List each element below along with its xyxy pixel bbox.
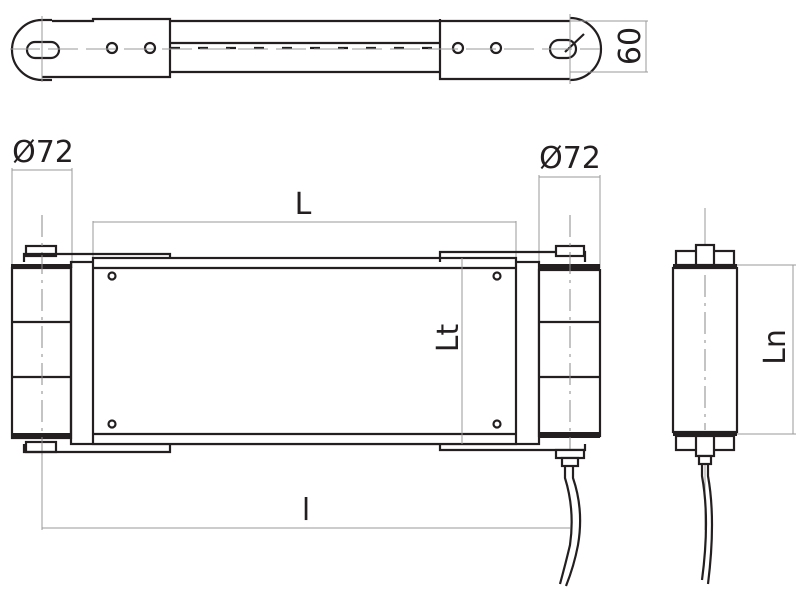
right-roller-cap-bottom	[539, 432, 600, 438]
side-cap-bottom	[673, 431, 737, 436]
plate-screw	[107, 419, 117, 429]
front-view: Ø72 Ø72 L	[10, 135, 602, 587]
side-view: Ln	[671, 208, 796, 585]
plate-screw	[107, 271, 117, 281]
dimension-plate-height: Lt	[431, 324, 466, 353]
dimension-axis-distance: l	[302, 493, 310, 528]
left-axle-nut-bottom	[24, 440, 58, 454]
side-top-nut	[694, 243, 716, 267]
left-slot	[25, 40, 61, 60]
cable	[558, 466, 573, 585]
top-view: 60	[10, 14, 648, 84]
dimension-overall-length: L	[295, 187, 312, 222]
bolt-hole	[489, 41, 503, 55]
dimension-height-60: 60	[613, 27, 648, 65]
side-bottom-nut	[694, 434, 716, 458]
left-axle-nut-top	[24, 244, 58, 258]
dimension-left-diameter: Ø72	[12, 135, 74, 170]
side-cable-gland	[697, 454, 713, 466]
left-roller-cap-bottom	[11, 433, 71, 439]
bolt-hole	[143, 41, 157, 55]
plate-screw	[492, 271, 502, 281]
side-cap-top	[673, 264, 737, 269]
bolt-hole	[105, 41, 119, 55]
bolt-hole	[451, 41, 465, 55]
side-cable	[700, 464, 708, 581]
right-bracket-top	[438, 19, 570, 81]
dimension-roller-length: Ln	[758, 329, 793, 365]
left-end-cap	[10, 18, 43, 82]
left-bracket-top	[42, 17, 172, 79]
dimension-right-diameter: Ø72	[539, 141, 601, 176]
cable-gland-nut	[554, 448, 586, 460]
center-plate	[91, 256, 518, 446]
plate-screw	[492, 419, 502, 429]
cable-gland	[560, 456, 580, 468]
